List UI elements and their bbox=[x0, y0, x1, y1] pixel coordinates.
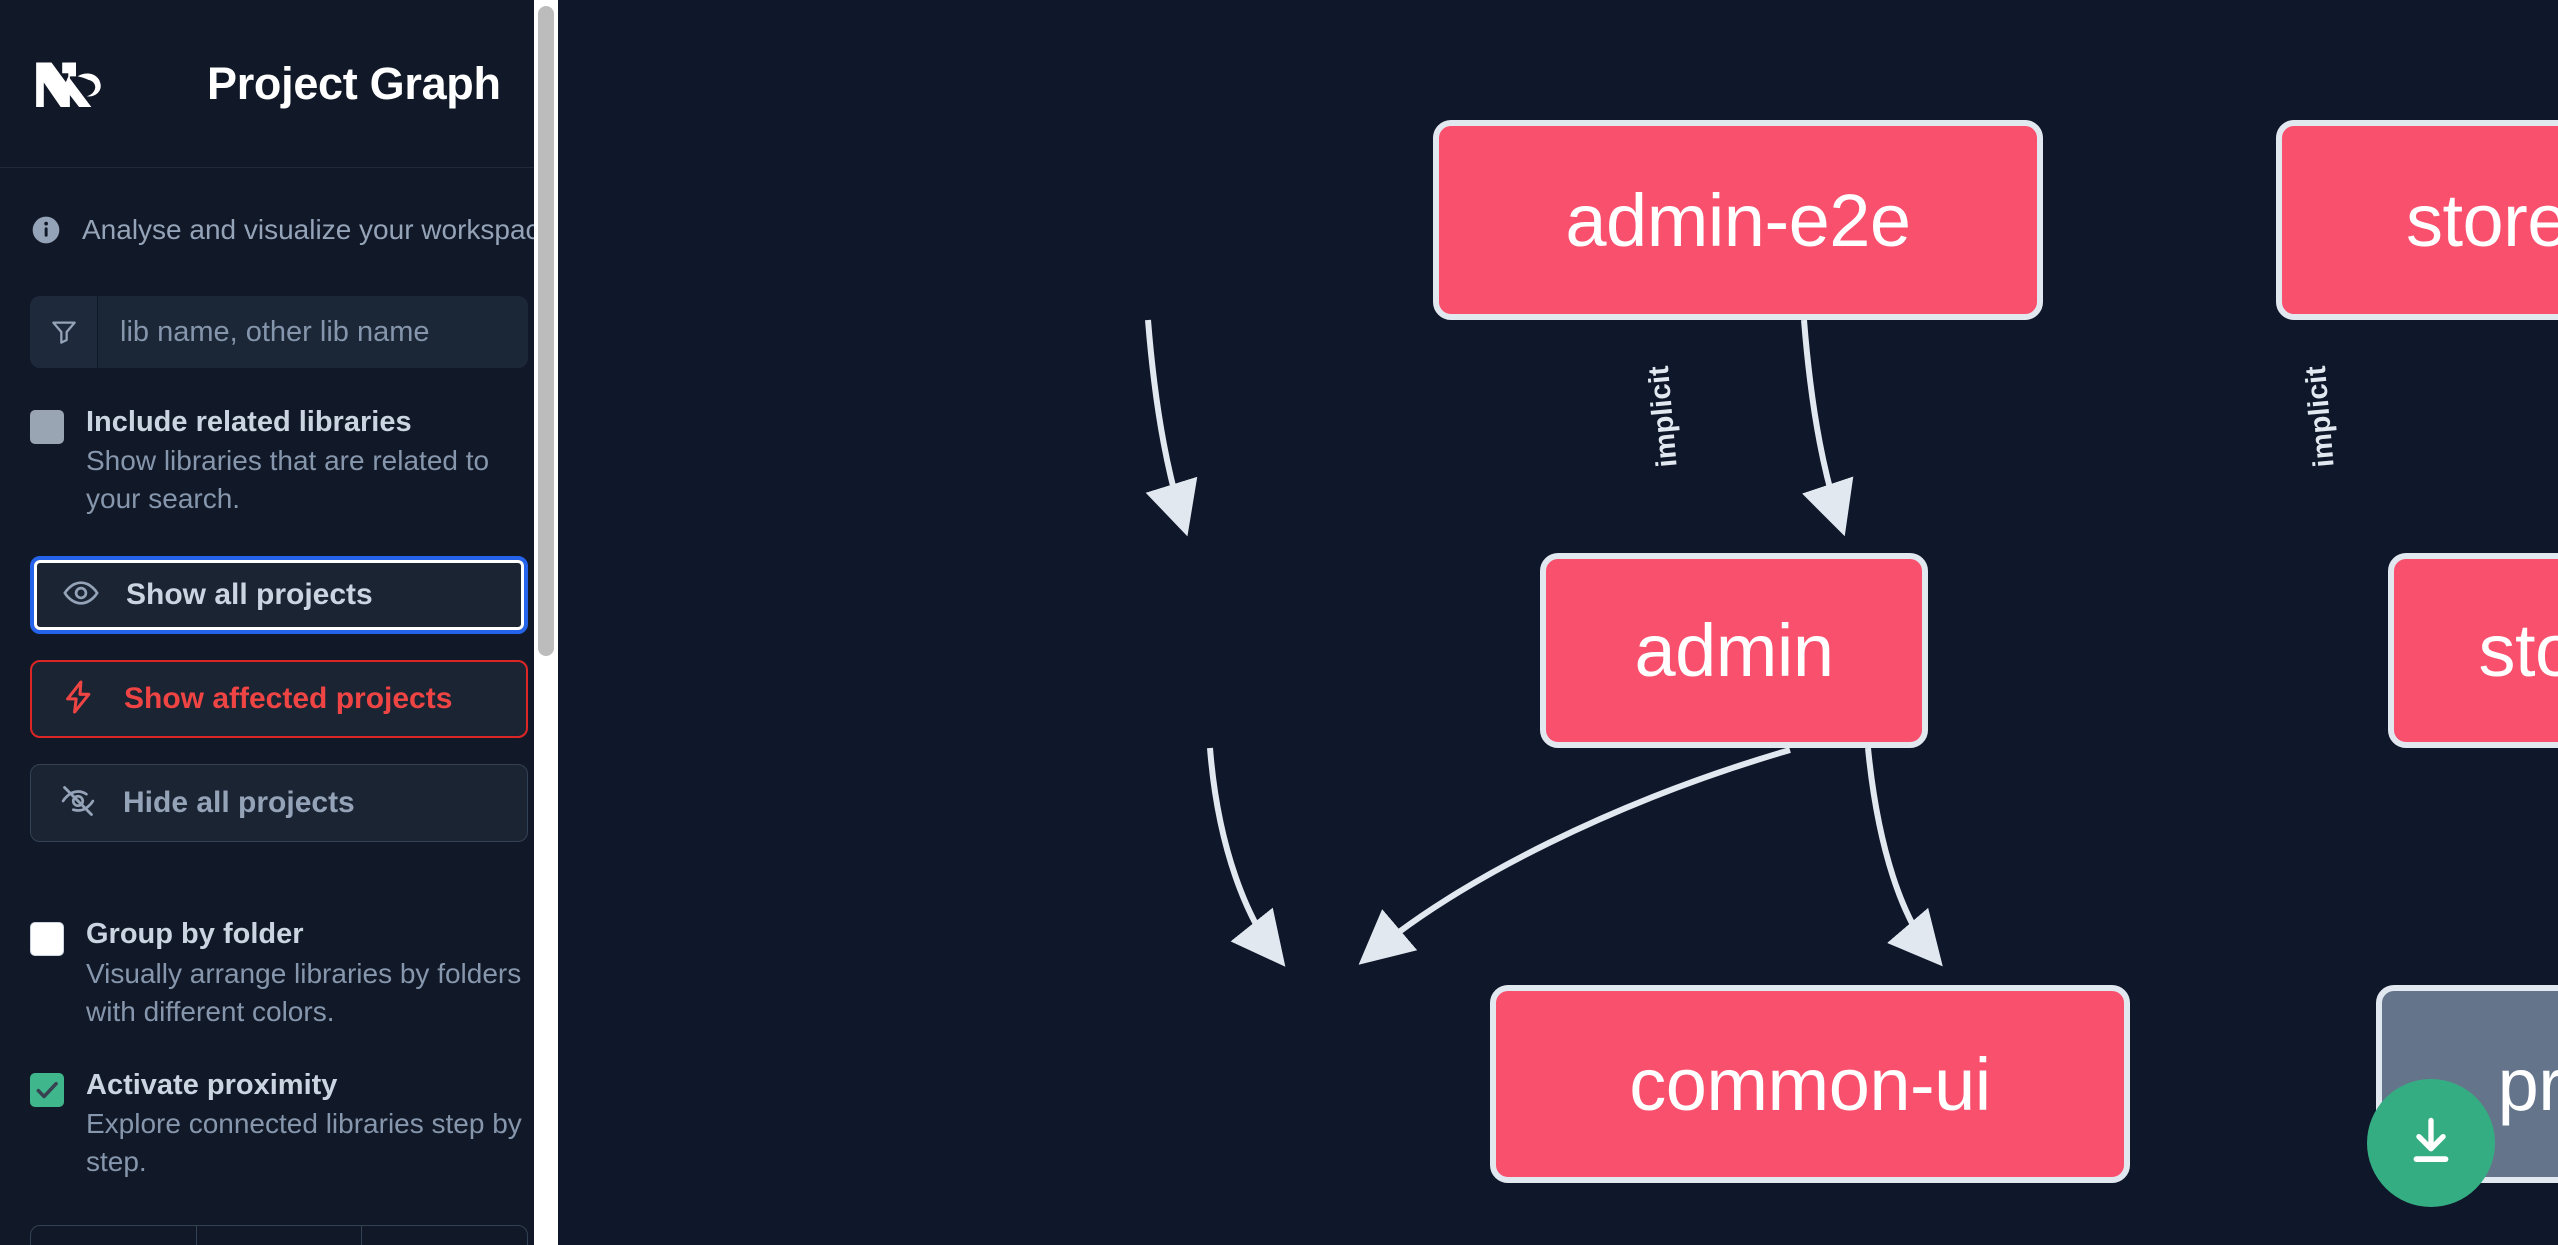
node-label: admin bbox=[1634, 609, 1834, 692]
segment-2[interactable] bbox=[197, 1226, 363, 1245]
graph-node-store-e2e[interactable]: store-e2e bbox=[2276, 120, 2558, 320]
graph-node-admin[interactable]: admin bbox=[1540, 553, 1928, 748]
tagline-row: Analyse and visualize your workspace. bbox=[0, 168, 558, 246]
segment-3[interactable] bbox=[362, 1226, 527, 1245]
tagline-text: Analyse and visualize your workspace. bbox=[82, 214, 558, 245]
download-icon bbox=[2402, 1112, 2460, 1175]
filter-row bbox=[30, 296, 528, 368]
option-title: Group by folder bbox=[86, 918, 304, 951]
edge-admin-to-common-ui bbox=[1207, 747, 1286, 967]
option-title: Include related libraries bbox=[86, 406, 412, 438]
option-group-by-folder[interactable]: Group by folder Visually arrange librari… bbox=[30, 916, 528, 1030]
graph-canvas[interactable]: admin-e2e store-e2e admin store common-u… bbox=[558, 0, 2558, 1245]
option-description: Visually arrange libraries by folders wi… bbox=[86, 957, 522, 1027]
lightning-bolt-icon bbox=[60, 678, 98, 721]
sidebar-scrollbar-track[interactable] bbox=[534, 0, 558, 1245]
bottom-segmented-control[interactable] bbox=[30, 1225, 528, 1245]
sidebar-scrollbar-thumb[interactable] bbox=[538, 6, 554, 656]
search-input[interactable] bbox=[98, 296, 528, 368]
eye-off-icon bbox=[59, 782, 97, 825]
edge-store-e2e-to-store bbox=[1801, 319, 1854, 537]
sidebar-header: Project Graph bbox=[0, 0, 558, 168]
edge-admin-e2e-to-admin bbox=[1145, 319, 1198, 537]
graph-edges-svg bbox=[1145, 319, 1943, 967]
include-related-libraries-checkbox[interactable] bbox=[30, 410, 64, 444]
node-label: admin-e2e bbox=[1565, 178, 1911, 262]
option-activate-proximity[interactable]: Activate proximity Explore connected lib… bbox=[30, 1067, 528, 1181]
node-label: products bbox=[2497, 1042, 2558, 1126]
edge-store-to-common-ui bbox=[1358, 747, 1791, 965]
node-label: store bbox=[2478, 609, 2558, 692]
option-description: Show libraries that are related to your … bbox=[86, 445, 490, 515]
option-description: Explore connected libraries step by step… bbox=[86, 1108, 522, 1178]
hide-all-projects-label: Hide all projects bbox=[123, 786, 355, 820]
show-affected-projects-label: Show affected projects bbox=[124, 682, 453, 716]
hide-all-projects-button[interactable]: Hide all projects bbox=[30, 764, 528, 843]
sidebar-body: Include related libraries Show libraries… bbox=[0, 296, 558, 1245]
sidebar: Project Graph Analyse and visualize your… bbox=[0, 0, 558, 1245]
spacer bbox=[30, 842, 528, 880]
page-title: Project Graph bbox=[207, 57, 501, 109]
graph-node-admin-e2e[interactable]: admin-e2e bbox=[1433, 120, 2043, 320]
segment-1[interactable] bbox=[31, 1226, 197, 1245]
node-label: common-ui bbox=[1629, 1042, 1991, 1126]
download-button[interactable] bbox=[2367, 1079, 2495, 1207]
show-all-projects-label: Show all projects bbox=[126, 578, 373, 612]
funnel-filter-icon[interactable] bbox=[30, 296, 98, 368]
eye-icon bbox=[62, 574, 100, 617]
graph-node-store[interactable]: store bbox=[2388, 553, 2558, 748]
option-include-related-libraries[interactable]: Include related libraries Show libraries… bbox=[30, 404, 528, 518]
option-title: Activate proximity bbox=[86, 1068, 338, 1101]
edge-group bbox=[1145, 319, 1943, 967]
info-circle-icon bbox=[30, 214, 62, 246]
show-all-projects-button[interactable]: Show all projects bbox=[30, 556, 528, 635]
graph-node-common-ui[interactable]: common-ui bbox=[1490, 985, 2130, 1183]
show-affected-projects-button[interactable]: Show affected projects bbox=[30, 660, 528, 739]
activate-proximity-checkbox[interactable] bbox=[30, 1072, 64, 1107]
node-label: store-e2e bbox=[2405, 178, 2558, 262]
nx-logo-icon bbox=[30, 53, 122, 115]
edge-store-to-products bbox=[1865, 747, 1943, 967]
group-by-folder-checkbox[interactable] bbox=[30, 922, 64, 957]
